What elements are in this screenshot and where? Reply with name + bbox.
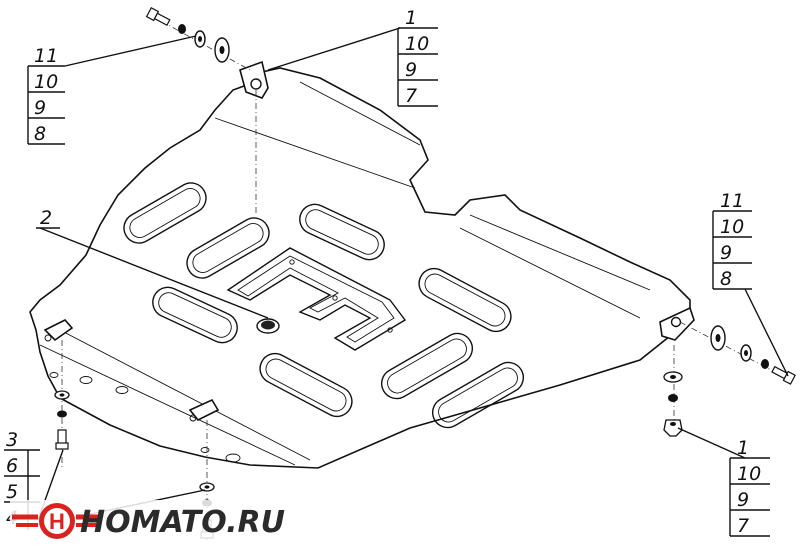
top-bracket [239,60,269,99]
svg-text:H: H [49,509,65,534]
plate-left-bend [299,81,421,146]
front-mid-ear [188,398,220,422]
callout-label: 10 [720,216,744,238]
plate-front-edge [39,344,296,466]
right-bolt-stack [710,325,796,385]
callout-label: 10 [737,463,761,485]
callout-label: 8 [720,268,732,290]
front-left-ear [43,319,74,342]
callout-right: 11 10 9 8 [712,190,752,290]
skid-plate [29,67,691,469]
callout-label: 10 [34,71,58,93]
callout-label: 7 [737,515,749,537]
callout-label: 11 [34,45,58,67]
callout-label: 7 [405,85,417,107]
callout-label: 9 [737,489,749,511]
part-2-fastener [256,318,280,334]
bottom-left-fastener [54,390,70,450]
plate-right-bend [459,214,651,319]
callout-label: 6 [6,455,18,477]
oval-reliefs [123,182,525,429]
plate-bend-line [59,329,311,461]
front-edge-holes [49,372,241,463]
right-bottom-fastener [663,371,683,437]
center-relief [226,247,407,351]
callout-label: 9 [405,59,417,81]
callout-bottom-right: 1 10 9 7 [729,437,770,537]
homato-logo: H HOMATO.RU [10,500,285,550]
callout-label: 10 [405,33,429,55]
plate-rear-bend [214,117,416,189]
callout-label: 11 [720,190,744,212]
logo-text: HOMATO.RU [80,505,285,540]
callout-top-left: 11 10 9 8 [27,45,65,145]
callout-top-center: 1 10 9 7 [397,7,438,107]
callout-label: 1 [737,437,749,459]
callout-label: 9 [34,97,46,119]
callout-label: 1 [405,7,417,29]
callout-label: 2 [40,207,52,229]
callout-label: 8 [34,123,46,145]
callout-part-2: 2 [36,207,60,229]
callout-label: 5 [6,481,18,503]
top-bolt-stack [145,7,230,63]
callout-label: 3 [6,429,18,451]
callout-label: 9 [720,242,732,264]
